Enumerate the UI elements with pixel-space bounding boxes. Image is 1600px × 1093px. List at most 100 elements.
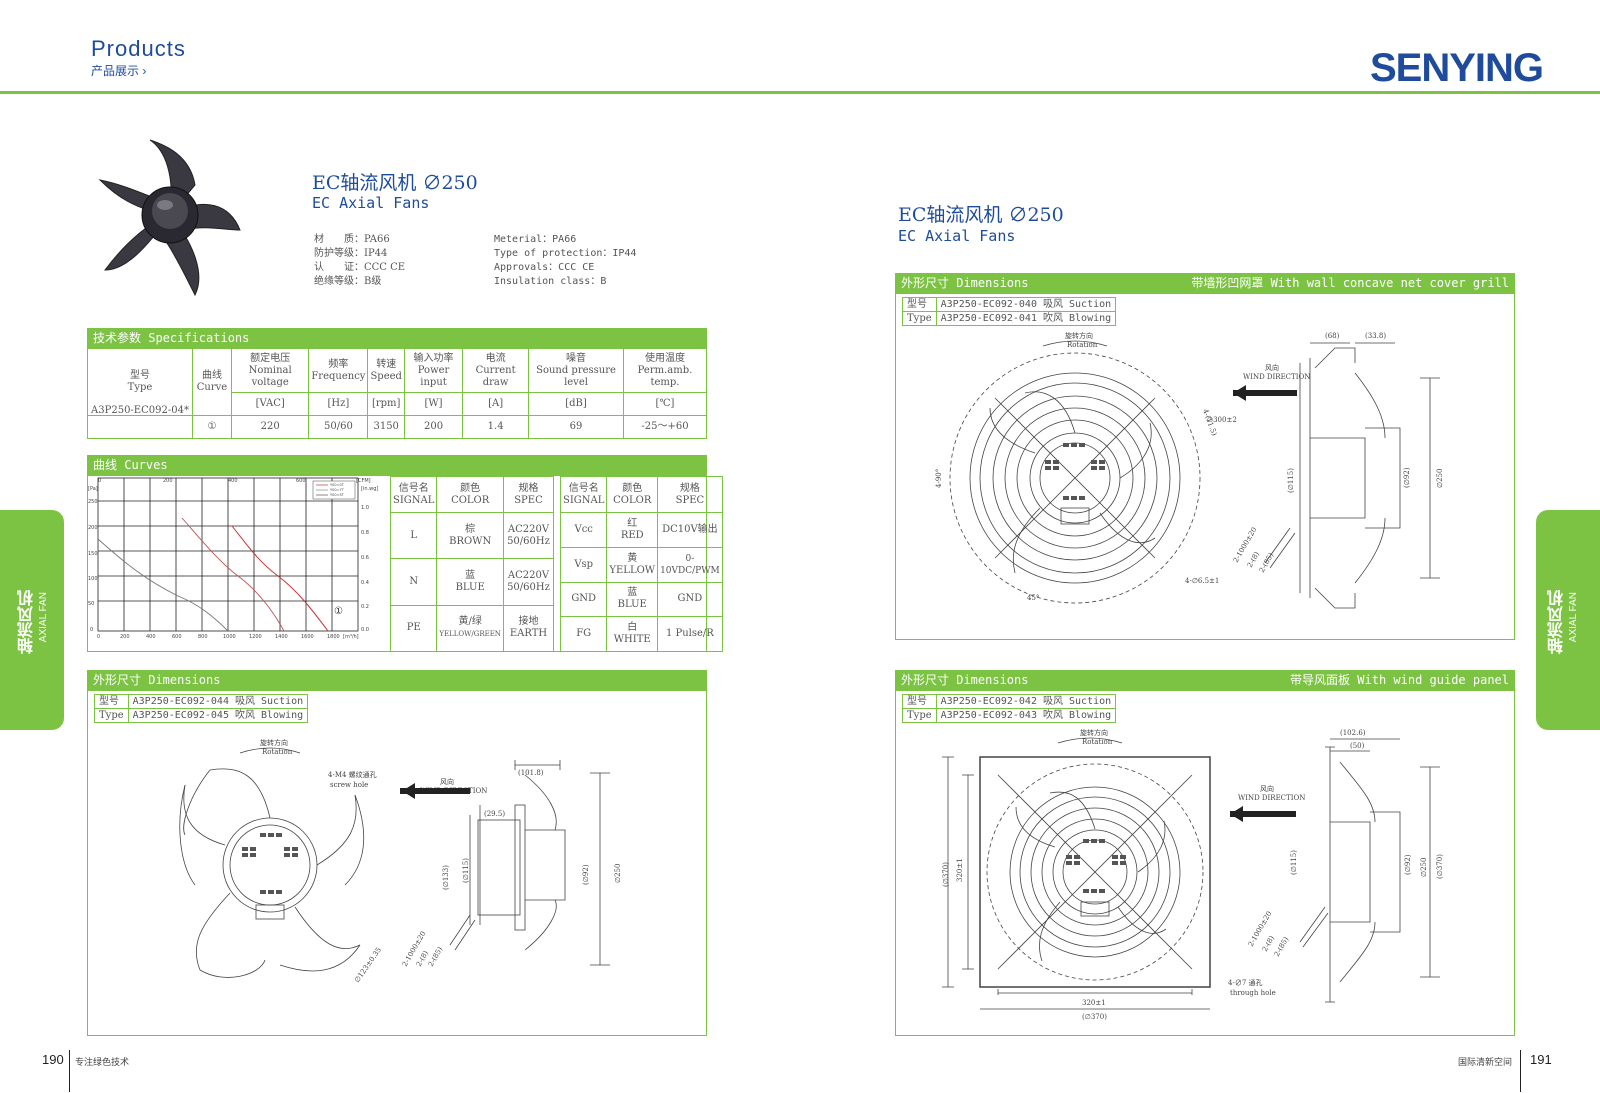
unit-power: [W] [403, 392, 464, 417]
y2-tick-0: 0.0 [361, 627, 369, 633]
header-subtitle: 产品展示 › [91, 64, 147, 78]
y-unit: [Pa] [88, 486, 98, 492]
dr1-d4: ∅300±2 [1207, 416, 1237, 424]
wr-en-1: YELLOW [609, 564, 656, 576]
y2-tick-1: 0.2 [361, 604, 369, 610]
dr2-d7: (∅115) [1290, 850, 1298, 875]
dr2-model-1: A3P250-EC092-043 吹风 Blowing [935, 708, 1117, 723]
dl-d5: (∅92) [582, 864, 590, 885]
dl-d2: (29.5) [484, 810, 505, 818]
y-tick-4: 200 [88, 525, 98, 531]
left-side-tab-cn: 轴流风机 [19, 590, 36, 654]
spec-speed: 3150 [367, 415, 405, 439]
curves-bar: 曲线 Curves [87, 455, 707, 475]
dl-screw-cn: 4-M4 螺纹通孔 [328, 770, 377, 779]
dl-rotation-cn: 旋转方向 [260, 738, 288, 747]
dr1-model-1: A3P250-EC092-041 吹风 Blowing [935, 311, 1117, 326]
wr-cn-3: 白 [627, 622, 638, 634]
dr2-d4: 320±1 [956, 858, 964, 882]
y2-tick-4: 0.8 [361, 530, 369, 536]
wr-en-2: BLUE [617, 599, 647, 611]
y-tick-3: 150 [88, 551, 98, 557]
top-tick-0: 0 [98, 478, 101, 484]
y2-tick-2: 0.4 [361, 580, 369, 586]
unit-current: [A] [462, 392, 530, 417]
footer-right-text: 国际清新空间 [1458, 1057, 1513, 1067]
product-props-en: Meterial：PA66 Type of protection：IP44 Ap… [494, 233, 636, 289]
dl-rotation-en: Rotation [262, 748, 293, 756]
x-tick-5: 1000 [223, 634, 236, 640]
dr2-d8: (∅92) [1404, 854, 1412, 875]
w2-h-spec-en: SPEC [675, 494, 705, 506]
legend-1: Y00=7T [330, 488, 345, 492]
spec-voltage: 220 [230, 415, 310, 439]
dr1-d6: 45° [1027, 594, 1039, 602]
dr1-rotation-cn: 旋转方向 [1065, 331, 1093, 340]
dr2-d10: (∅370) [1436, 854, 1444, 879]
prop-insulation-en: Insulation class：B [494, 276, 607, 287]
x-tick-6: 1200 [249, 634, 262, 640]
dim-left-drawing: 旋转方向 Rotation 4-M4 螺纹通孔 screw hole 风向 WI… [179, 738, 622, 984]
spec-h-sound-en: Sound pressure level [536, 364, 616, 388]
spec-h-current-en: Current draw [475, 364, 516, 388]
product-title-en: EC Axial Fans [312, 194, 430, 212]
left-side-tab: 轴流风机 AXIAL FAN [0, 510, 64, 730]
prop-approvals: 认 证：CCC CE [314, 262, 406, 273]
product-props-cn: 材 质：PA66 防护等级：IP44 认 证：CCC CE 绝缘等级：B级 [314, 233, 405, 289]
dl-wind-cn: 风向 [440, 777, 454, 786]
spec-curve: ① [192, 415, 232, 439]
wl-spec-1: AC220V 50/60Hz [502, 558, 555, 606]
wr-sig-0: Vcc [559, 512, 608, 548]
wl-cn-2: 黄/绿 [458, 616, 482, 628]
prop-protection-en: Type of protection：IP44 [494, 248, 637, 259]
footer-left-divider [69, 1050, 70, 1092]
curves-chart: 0 200 400 600 [CFM] [Pa] 250 200 150 100… [88, 477, 378, 640]
dr2-rotation-cn: 旋转方向 [1080, 728, 1108, 737]
dr2-d3: (∅370) [942, 862, 950, 887]
wr-cn-0: 红 [627, 517, 638, 529]
spec-h-power-en: Power input [417, 364, 450, 388]
wl-en-1: BLUE [455, 581, 485, 593]
left-side-tab-en: AXIAL FAN [38, 592, 49, 643]
wr-sig-2: GND [559, 581, 608, 618]
dr1-d1: (68) [1325, 332, 1340, 340]
w2-h-spec-cn: 规格 [679, 482, 700, 494]
dr1-wind-cn: 风向 [1265, 363, 1279, 372]
dl-model-1: A3P250-EC092-045 吹风 Blowing [127, 708, 309, 723]
dr2-type-cn: 型号 [902, 694, 937, 709]
dr2-d1: (102.6) [1340, 729, 1366, 737]
top-tick-2: 400 [228, 478, 238, 484]
dl-d1: (101.8) [518, 769, 544, 777]
wl-cn-1: 蓝 [465, 569, 476, 581]
dl-d6: ∅250 [614, 864, 622, 883]
wl-spec-2: 接地 EARTH [502, 604, 555, 653]
y-tick-5: 250 [88, 499, 98, 505]
dr1-d2: (33.8) [1365, 332, 1386, 340]
dr1-model-0: A3P250-EC092-040 吸风 Suction [935, 297, 1117, 312]
spec-h-voltage-en: Nominal voltage [248, 364, 292, 388]
w2-h-color-cn: 颜色 [622, 482, 643, 494]
wr-spec-3: 1 Pulse/R [657, 616, 723, 652]
unit-speed: [rpm] [367, 392, 405, 417]
wr-sig-1: Vsp [559, 546, 608, 583]
unit-sound: [dB] [528, 392, 624, 417]
dr1-d9: (∅92) [1403, 467, 1411, 488]
spec-h-temp-cn: 使用温度 [644, 352, 685, 364]
spec-h-current-cn: 电流 [485, 352, 506, 364]
right-side-tab-cn: 轴流风机 [1549, 590, 1566, 654]
wl-cn-0: 棕 [465, 523, 476, 535]
dl-d7: ∅123±0.35 [353, 946, 383, 984]
dim-r2-drawing: 旋转方向 Rotation 风向 WIND DIRECTION (102.6) … [942, 728, 1444, 1021]
wr-en-0: RED [620, 529, 644, 541]
spec-h-sound-cn: 噪音 [566, 352, 587, 364]
dl-screw-en: screw hole [330, 781, 368, 789]
header-line [0, 91, 1600, 94]
prop-protection: 防护等级：IP44 [314, 248, 388, 259]
x-tick-2: 400 [146, 634, 156, 640]
w-h-signal-cn: 信号名 [398, 482, 429, 494]
dl-w3: 2-(85) [427, 945, 445, 968]
x-tick-3: 600 [172, 634, 182, 640]
